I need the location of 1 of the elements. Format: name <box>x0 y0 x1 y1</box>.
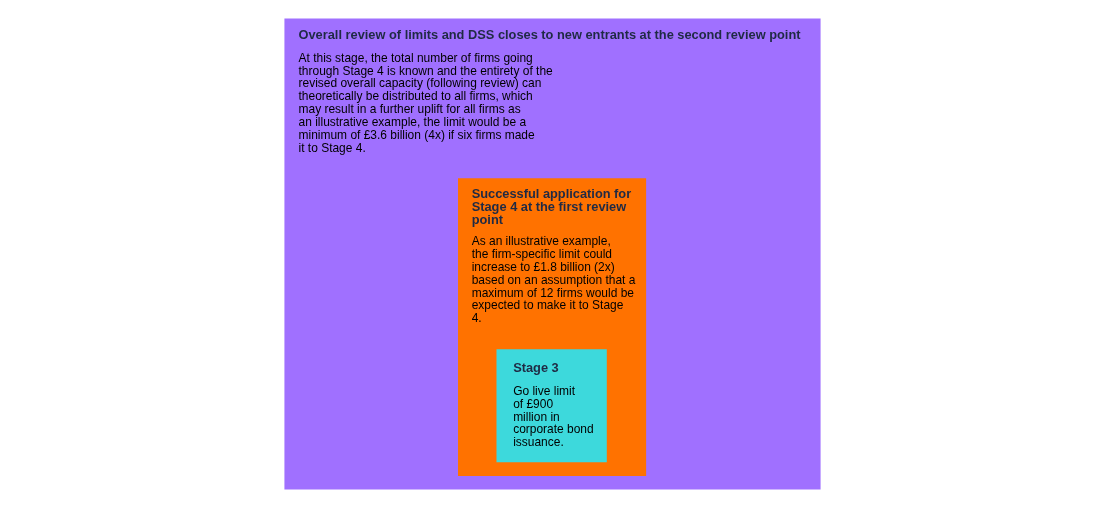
node-box: Stage 3 Go live limit of £900 million in corporate bond issuance. <box>496 349 607 463</box>
